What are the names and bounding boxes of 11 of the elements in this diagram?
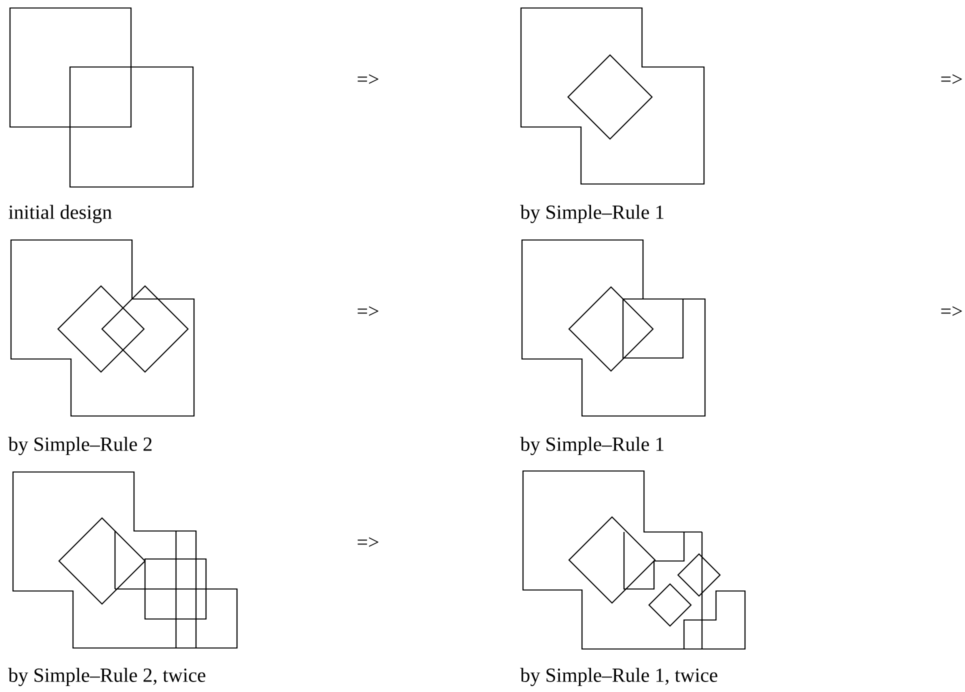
- derivation-sign: =>: [358, 537, 378, 547]
- caption: by Simple–Rule 2: [8, 436, 152, 456]
- caption: by Simple–Rule 1: [520, 204, 664, 224]
- caption: by Simple–Rule 1: [520, 436, 664, 456]
- caption: by Simple–Rule 1, twice: [520, 668, 718, 686]
- derivation-sign: =>: [358, 306, 378, 316]
- caption: initial design: [8, 204, 112, 224]
- caption: by Simple–Rule 2, twice: [8, 668, 206, 686]
- derivation-sign: =>: [941, 74, 962, 84]
- derivation-sign: =>: [358, 74, 378, 84]
- derivation-sign: =>: [941, 306, 962, 316]
